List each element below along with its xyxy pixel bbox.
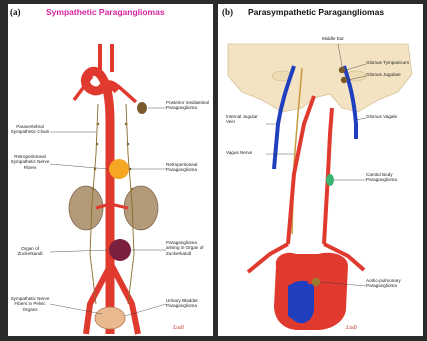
- label-carotid-body: Carotid Body Paraganglioma: [366, 172, 421, 183]
- glomus-jugulare-tumor: [341, 77, 347, 83]
- label-glomus-vagale: Glomus Vagale: [366, 114, 421, 119]
- label-glomus-tympanicum: Glomus Tympanicum: [366, 60, 421, 65]
- panel-title-b: Parasympathetic Paragangliomas: [248, 7, 384, 17]
- panel-parasympathetic: (b) Parasympathetic Paragangliomas Middl…: [218, 4, 423, 336]
- aortic-pulmonary-tumor: [312, 278, 320, 286]
- carotid-left: [288, 96, 314, 244]
- label-zuckerkandl-organ: Organ of Zuckerkandl: [10, 246, 50, 257]
- label-glomus-jugulare: Glomus Jugulare: [366, 72, 421, 77]
- panel-letter-b: (b): [222, 7, 233, 17]
- right-kidney: [124, 186, 158, 230]
- posterior-mediastinal-tumor: [137, 102, 147, 114]
- signature-b: Lodi: [346, 325, 357, 331]
- subclavian-right: [118, 86, 136, 102]
- pulmonary-vessels: [288, 281, 314, 324]
- label-internal-jugular-vein: Internal Jugular Vein: [226, 114, 266, 125]
- signature-a: Lodi: [173, 325, 184, 331]
- label-aortic-pulmonary: Aortic-pulmonary Paraganglioma: [366, 278, 421, 289]
- label-paravertebral-chain: Paravertebral Sympathetic Chain: [10, 124, 50, 135]
- label-vagus-nerve: Vagus Nerve: [226, 150, 266, 155]
- panel-title-a: Sympathetic Paragangliomas: [46, 7, 165, 17]
- label-zuckerkandl-paraganglioma: Paraganglioma arising in Organ of Zucker…: [166, 240, 211, 256]
- skull-base: [228, 44, 412, 112]
- carotid-body-tumor: [326, 174, 334, 186]
- label-bladder-paraganglioma: Urinary Bladder Paraganglioma: [166, 298, 211, 309]
- label-pelvic-fibers: Sympathetic Nerve Fibers in Pelvic Organ…: [10, 296, 50, 312]
- label-middle-ear: Middle Ear: [322, 36, 362, 41]
- panel-sympathetic: (a) Sympathetic Paragangliomas Paraverte…: [8, 4, 213, 336]
- panel-letter-a: (a): [10, 7, 21, 17]
- label-retroperitoneal-fibers: Retroperitoneal Sympathetic Nerve Fibers: [10, 154, 50, 170]
- retroperitoneal-tumor: [109, 159, 129, 179]
- zuckerkandl-tumor: [109, 239, 131, 261]
- glomus-tympanicum-tumor: [339, 67, 345, 73]
- bladder: [95, 307, 125, 329]
- label-retroperitoneal-paraganglioma: Retroperitoneal Paraganglioma: [166, 162, 211, 173]
- label-posterior-mediastinal: Posterior mediastinal Paraganglioma: [166, 100, 211, 111]
